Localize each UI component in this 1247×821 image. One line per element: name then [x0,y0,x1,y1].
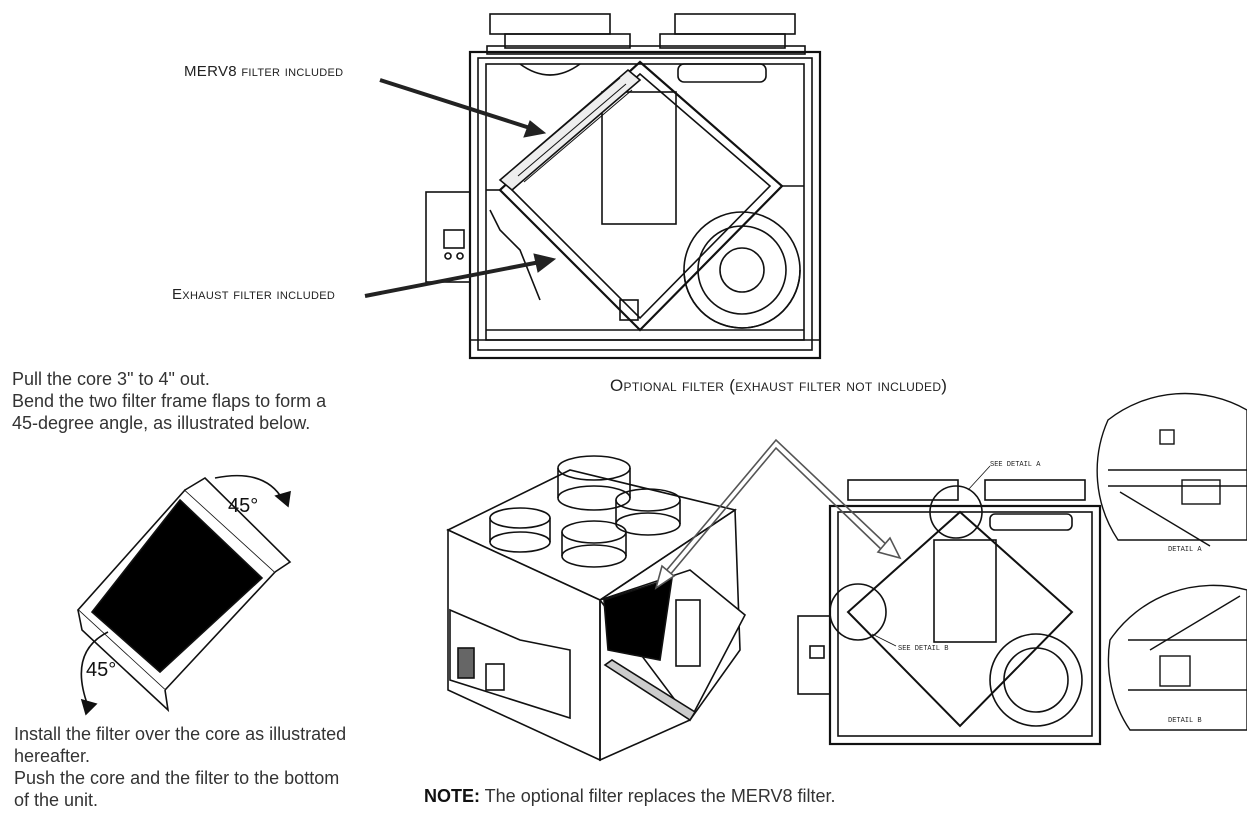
pointer-arrows-top [364,78,557,298]
detail-b-drawing [1107,584,1247,731]
instruction-line: Push the core and the filter to the bott… [14,768,340,788]
merv8-filter-label: MERV8 filter included [184,63,344,80]
angle-arrows [80,474,291,716]
instruction-line: Install the filter over the core as illu… [14,724,347,744]
instruction-line: of the unit. [14,790,99,810]
optional-filter-caption: Optional filter (exhaust filter not incl… [610,376,948,395]
exhaust-filter-label: Exhaust filter included [172,286,336,303]
install-pointer-arrow [654,438,902,590]
instruction-line: Bend the two filter frame flaps to form … [12,391,327,411]
detail-leader-lines [871,465,991,647]
isometric-unit-drawing [446,455,747,762]
instructions-step-1: Pull the core 3" to 4" out. Bend the two… [12,368,392,434]
detail-a-label: DETAIL A [1168,546,1202,554]
top-unit-drawing [425,13,822,360]
filter-panel-drawing [76,476,292,713]
front-unit-drawing [797,479,1102,746]
instruction-line: hereafter. [14,746,91,766]
detail-b-label: DETAIL B [1168,717,1202,725]
note-body: The optional filter replaces the MERV8 f… [480,786,836,806]
see-detail-b-label: SEE DETAIL B [898,645,948,653]
detail-a-drawing [1096,392,1247,547]
instructions-step-2: Install the filter over the core as illu… [14,723,404,811]
see-detail-a-label: SEE DETAIL A [990,461,1041,469]
note-text: NOTE: The optional filter replaces the M… [424,786,836,807]
angle-top-label: 45° [228,495,258,517]
angle-bottom-label: 45° [86,659,116,681]
instruction-line: Pull the core 3" to 4" out. [12,369,210,389]
instruction-line: 45-degree angle, as illustrated below. [12,413,311,433]
note-prefix: NOTE: [424,786,480,806]
